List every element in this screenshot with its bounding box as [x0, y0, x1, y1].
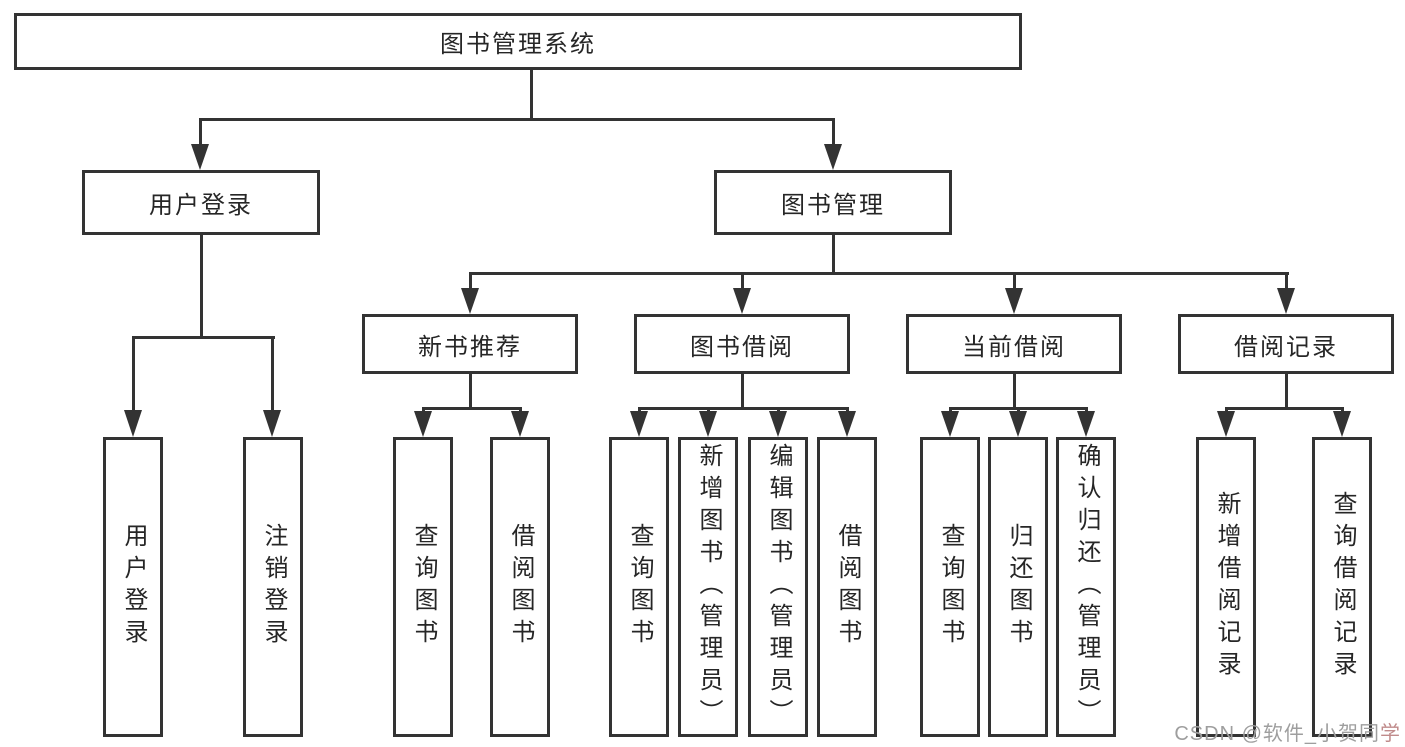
connector-line: [1341, 407, 1344, 413]
connector-line: [469, 272, 1289, 275]
leaf-edit-book-admin: 编辑图书（管理员）: [748, 437, 808, 737]
connector-line: [1013, 272, 1016, 290]
connector-line: [777, 407, 780, 413]
arrow-down-icon: [1217, 411, 1235, 437]
node-label: 编辑图书（管理员）: [765, 443, 792, 731]
node-borrowing-records: 借阅记录: [1178, 314, 1394, 374]
connector-line: [132, 336, 135, 411]
connector-line: [422, 407, 522, 410]
node-label: 查询图书: [937, 523, 964, 651]
connector-line: [422, 407, 425, 413]
connector-line: [199, 118, 835, 121]
arrow-down-icon: [1277, 288, 1295, 314]
node-label: 注销登录: [260, 523, 287, 651]
node-label: 图书借阅: [690, 333, 794, 361]
node-label: 新增借阅记录: [1213, 491, 1240, 683]
connector-line: [1085, 407, 1088, 413]
connector-line: [1285, 272, 1288, 290]
connector-line: [638, 407, 849, 410]
node-current-borrowing: 当前借阅: [906, 314, 1122, 374]
node-new-book-recommendation: 新书推荐: [362, 314, 578, 374]
node-label: 新增图书（管理员）: [695, 443, 722, 731]
node-system-root: 图书管理系统: [14, 13, 1022, 70]
leaf-logout: 注销登录: [243, 437, 303, 737]
connector-line: [469, 374, 472, 407]
arrow-down-icon: [630, 411, 648, 437]
arrow-down-icon: [699, 411, 717, 437]
connector-line: [132, 336, 275, 339]
node-label: 新书推荐: [418, 333, 522, 361]
watermark: CSDN @软件_小贺同学: [1174, 717, 1401, 746]
node-book-management: 图书管理: [714, 170, 952, 235]
connector-line: [200, 235, 203, 336]
node-label: 查询借阅记录: [1329, 491, 1356, 683]
connector-line: [1225, 407, 1228, 413]
connector-line: [271, 336, 274, 411]
leaf-user-login: 用户登录: [103, 437, 163, 737]
connector-line: [741, 272, 744, 290]
node-label: 查询图书: [410, 523, 437, 651]
leaf-borrow-books: 借阅图书: [817, 437, 877, 737]
arrow-down-icon: [461, 288, 479, 314]
node-label: 图书管理系统: [440, 31, 596, 58]
arrow-down-icon: [1333, 411, 1351, 437]
watermark-text: CSDN @软件_小贺同: [1174, 723, 1380, 745]
connector-line: [530, 70, 533, 118]
arrow-down-icon: [511, 411, 529, 437]
node-label: 用户登录: [120, 523, 147, 651]
connector-line: [949, 407, 952, 413]
connector-line: [1013, 374, 1016, 407]
leaf-confirm-return-admin: 确认归还（管理员）: [1056, 437, 1116, 737]
node-label: 借阅图书: [507, 523, 534, 651]
arrow-down-icon: [263, 410, 281, 437]
node-label: 查询图书: [626, 523, 653, 651]
watermark-accent-text: 学: [1380, 723, 1401, 745]
node-label: 图书管理: [781, 192, 885, 219]
node-label: 借阅图书: [834, 523, 861, 651]
connector-line: [832, 118, 835, 144]
leaf-query-books-borrowing: 查询图书: [609, 437, 669, 737]
arrow-down-icon: [838, 411, 856, 437]
leaf-query-books-current: 查询图书: [920, 437, 980, 737]
leaf-return-book: 归还图书: [988, 437, 1048, 737]
arrow-down-icon: [733, 288, 751, 314]
connector-line: [1285, 374, 1288, 407]
connector-line: [707, 407, 710, 413]
node-book-borrowing: 图书借阅: [634, 314, 850, 374]
connector-line: [519, 407, 522, 413]
node-user-login: 用户登录: [82, 170, 320, 235]
arrow-down-icon: [124, 410, 142, 437]
connector-line: [638, 407, 641, 413]
connector-line: [741, 374, 744, 407]
node-label: 用户登录: [149, 192, 253, 219]
connector-line: [832, 235, 835, 272]
arrow-down-icon: [1077, 411, 1095, 437]
arrow-down-icon: [769, 411, 787, 437]
connector-line: [846, 407, 849, 413]
connector-line: [1225, 407, 1344, 410]
node-label: 归还图书: [1005, 523, 1032, 651]
arrow-down-icon: [824, 144, 842, 170]
node-label: 借阅记录: [1234, 333, 1338, 361]
node-label: 当前借阅: [962, 333, 1066, 361]
arrow-down-icon: [1005, 288, 1023, 314]
leaf-query-borrow-record: 查询借阅记录: [1312, 437, 1372, 737]
arrow-down-icon: [191, 144, 209, 170]
node-label: 确认归还（管理员）: [1073, 443, 1100, 731]
connector-line: [199, 118, 202, 144]
arrow-down-icon: [1009, 411, 1027, 437]
leaf-add-book-admin: 新增图书（管理员）: [678, 437, 738, 737]
connector-line: [1017, 407, 1020, 413]
connector-line: [469, 272, 472, 290]
arrow-down-icon: [414, 411, 432, 437]
arrow-down-icon: [941, 411, 959, 437]
leaf-query-books-recommend: 查询图书: [393, 437, 453, 737]
leaf-borrow-books-recommend: 借阅图书: [490, 437, 550, 737]
leaf-add-borrow-record: 新增借阅记录: [1196, 437, 1256, 737]
